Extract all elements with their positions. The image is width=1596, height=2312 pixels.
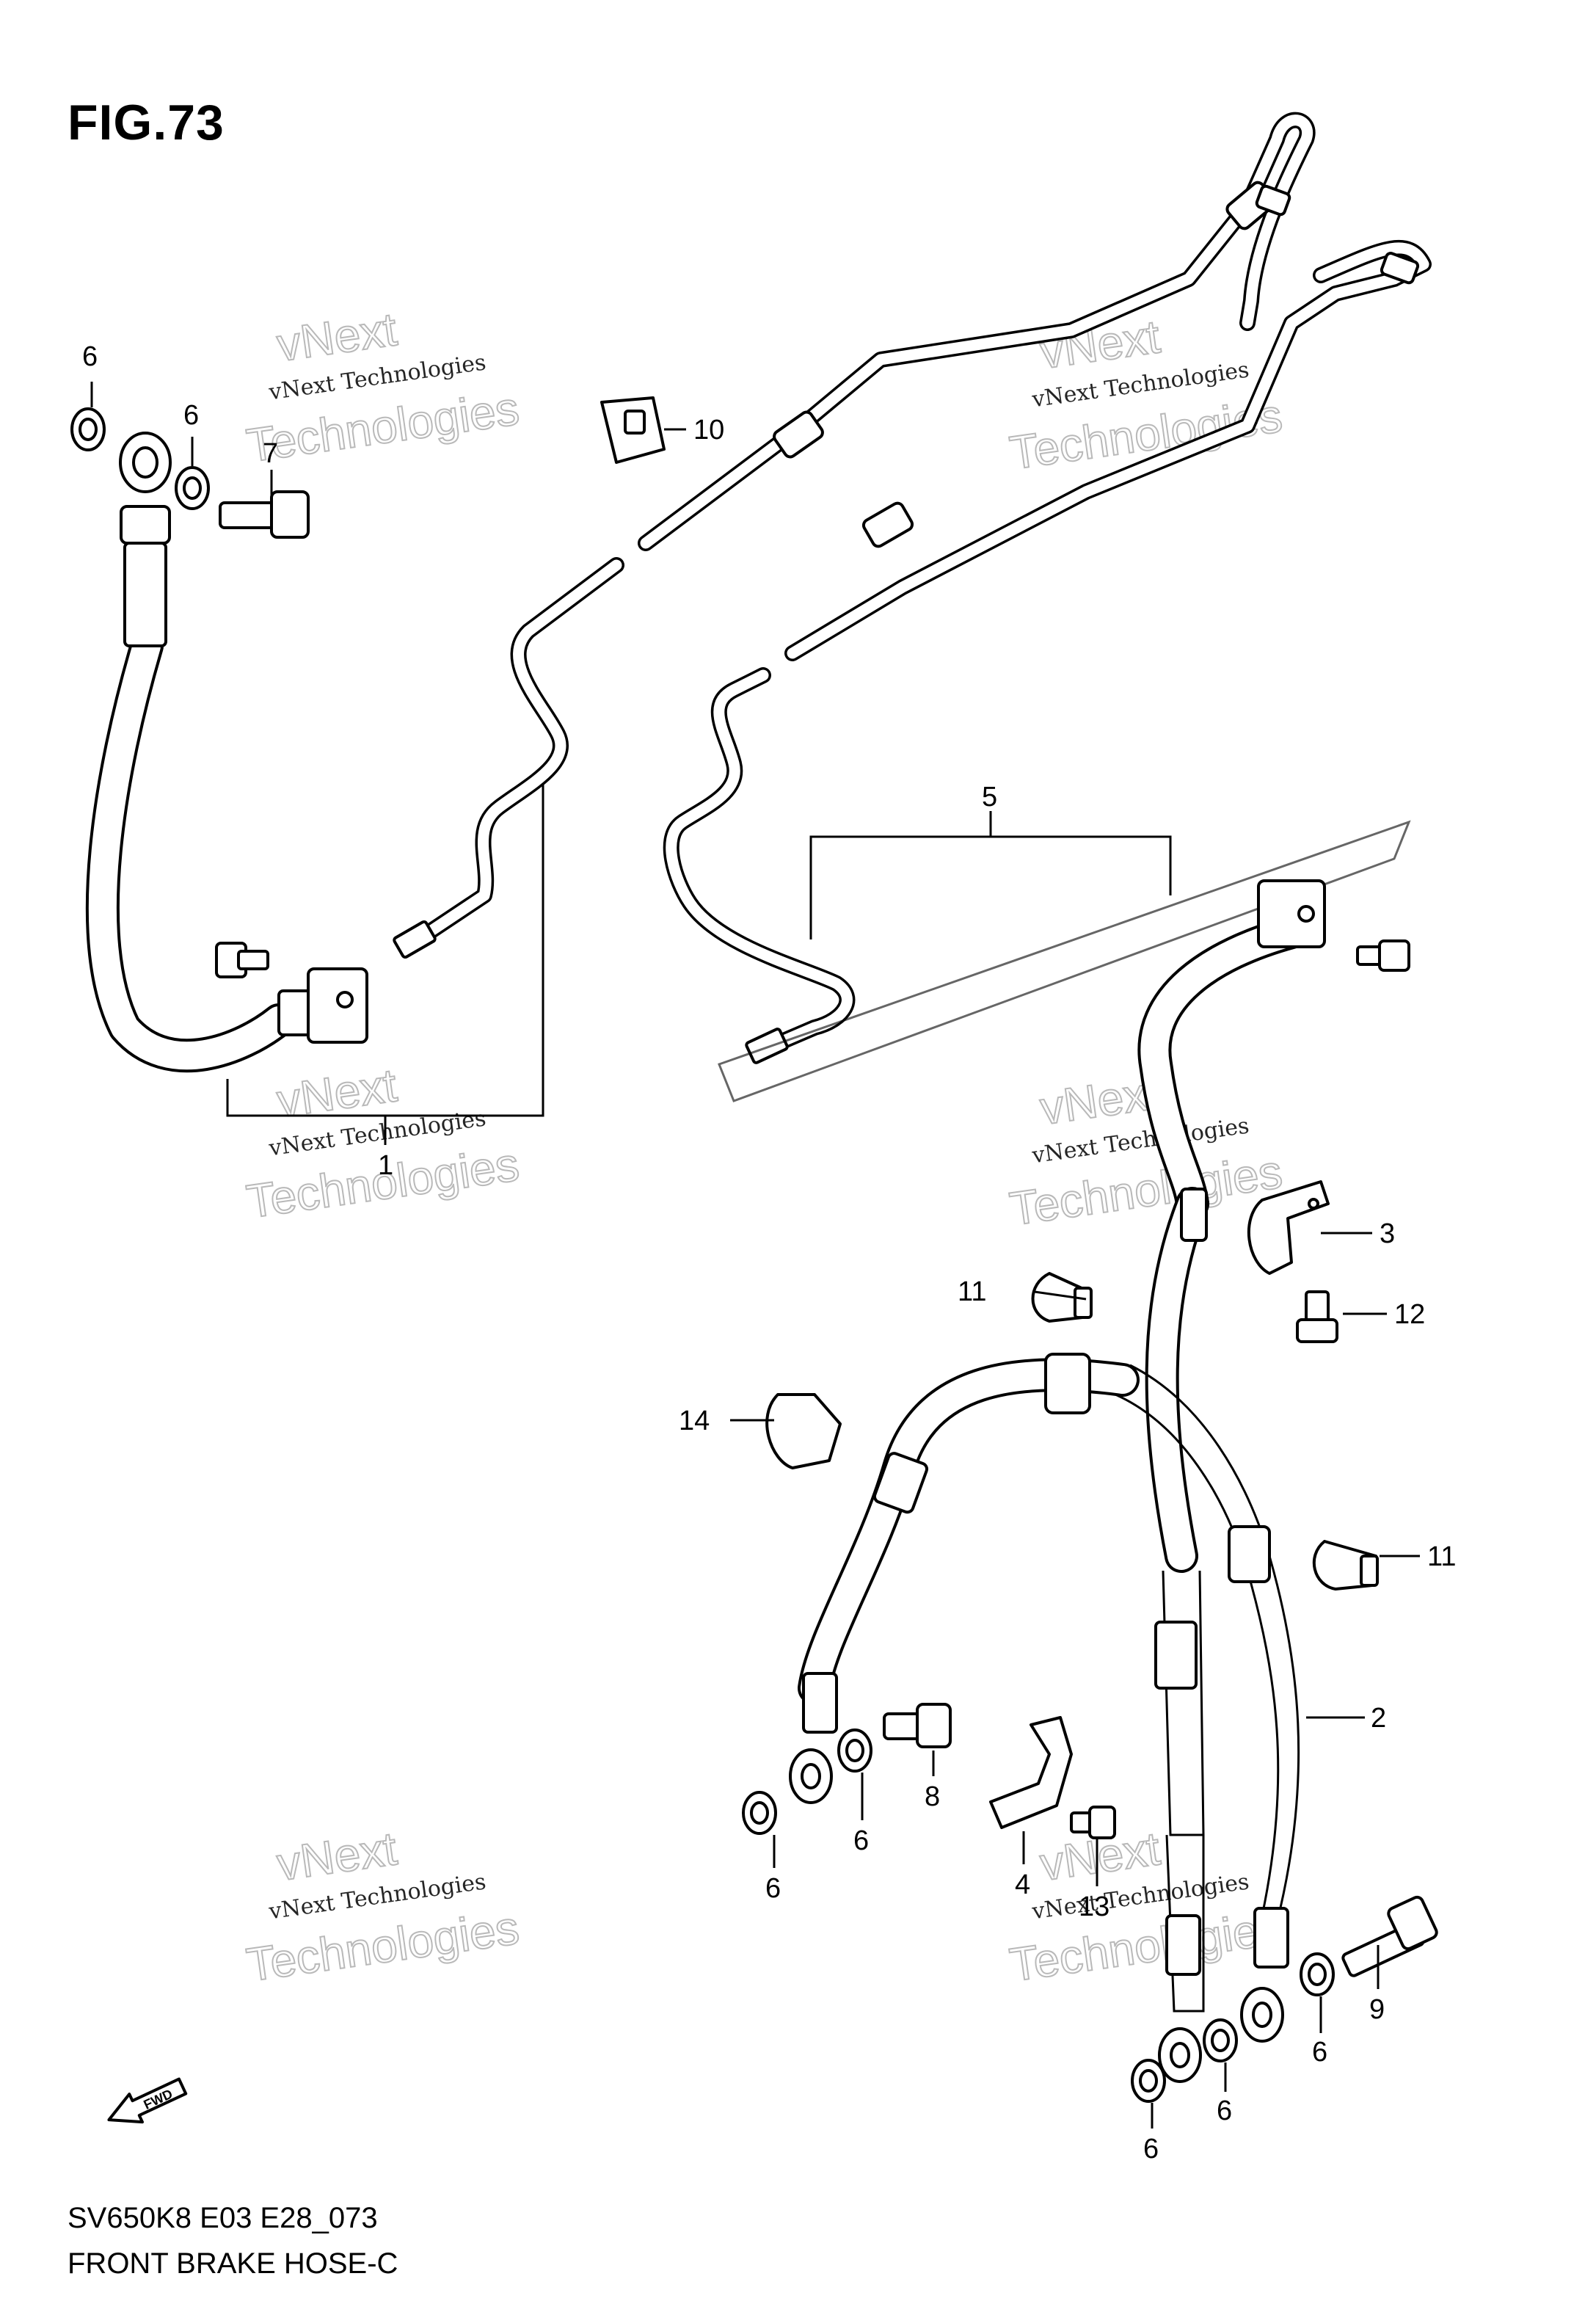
pipe-fitting-left (393, 920, 437, 959)
clamp-3 (1247, 1180, 1330, 1275)
callout-5: 5 (982, 782, 997, 813)
callout-3: 3 (1380, 1218, 1395, 1249)
callout-10: 10 (693, 415, 724, 446)
watermark-6: vNext vNext Technologies Technologies (1006, 1821, 1286, 1992)
watermark-vnext: vNext (274, 1058, 400, 1127)
washer-6-upper-second (175, 466, 210, 510)
callout-2: 2 (1371, 1703, 1386, 1734)
callout-11: 11 (1427, 1541, 1456, 1572)
clamp-14 (765, 1393, 842, 1469)
callout-1: 1 (378, 1150, 393, 1181)
callout-labels: 6 6 7 10 1 5 3 11 12 14 11 2 8 6 6 4 13 … (82, 341, 1456, 2164)
callout-6: 6 (765, 1873, 781, 1904)
callout-6: 6 (1312, 2037, 1327, 2068)
watermark-vnext: vNext (274, 1822, 400, 1891)
bolt-7 (219, 490, 310, 539)
callout-6: 6 (183, 400, 199, 431)
figure-name: FRONT BRAKE HOSE-C (68, 2247, 398, 2280)
clamp-10 (600, 396, 666, 464)
watermark-group: vNext vNext Technologies Technologies vN… (243, 302, 1286, 1992)
callout-8: 8 (925, 1781, 940, 1812)
washer-6-c (837, 1728, 872, 1773)
bolt-8 (883, 1703, 952, 1748)
brake-pipe-lower (663, 240, 1432, 1064)
watermark-5: vNext vNext Technologies Technologies (243, 1821, 523, 1992)
callout-9: 9 (1369, 1994, 1385, 2025)
bolt-9 (1341, 1895, 1438, 1977)
washer-6-d (742, 1791, 777, 1835)
callout-7: 7 (263, 438, 278, 469)
callout-6: 6 (1143, 2134, 1159, 2164)
fwd-arrow-icon: FWD (107, 2077, 188, 2124)
callout-13: 13 (1079, 1891, 1109, 1922)
figure-title: FIG.73 (68, 95, 225, 150)
callout-11: 11 (958, 1276, 986, 1307)
clamp-11-upper (1031, 1272, 1093, 1323)
bracket-4 (989, 1716, 1073, 1829)
part-2-hose (789, 879, 1410, 2083)
washer-6-g (1131, 2059, 1166, 2103)
watermark-vnext: vNext (274, 302, 400, 371)
callout-6: 6 (1217, 2095, 1232, 2126)
washer-6-f (1203, 2018, 1238, 2062)
part-1-bolt (215, 942, 269, 978)
bolt-12 (1296, 1290, 1338, 1343)
washer-6-upper-left (70, 407, 106, 451)
part-1-hose (85, 432, 368, 1073)
callout-6: 6 (853, 1825, 869, 1856)
part-5-bracket (718, 811, 1411, 1102)
model-code: SV650K8 E03 E28_073 (68, 2202, 378, 2234)
part-2-bolt-top (1356, 939, 1410, 972)
callout-6: 6 (82, 341, 98, 372)
watermark-4: vNext vNext Technologies Technologies (1006, 1065, 1286, 1236)
leader-lines (90, 382, 1420, 2129)
washer-6-e (1300, 1952, 1335, 1996)
clamp-11-lower (1312, 1540, 1379, 1591)
callout-14: 14 (679, 1406, 710, 1436)
callout-12: 12 (1394, 1299, 1425, 1330)
brake-pipe-upper (393, 112, 1316, 959)
bolt-13 (1070, 1806, 1116, 1839)
watermark-3: vNext vNext Technologies Technologies (243, 1058, 523, 1229)
callout-4: 4 (1015, 1869, 1030, 1900)
